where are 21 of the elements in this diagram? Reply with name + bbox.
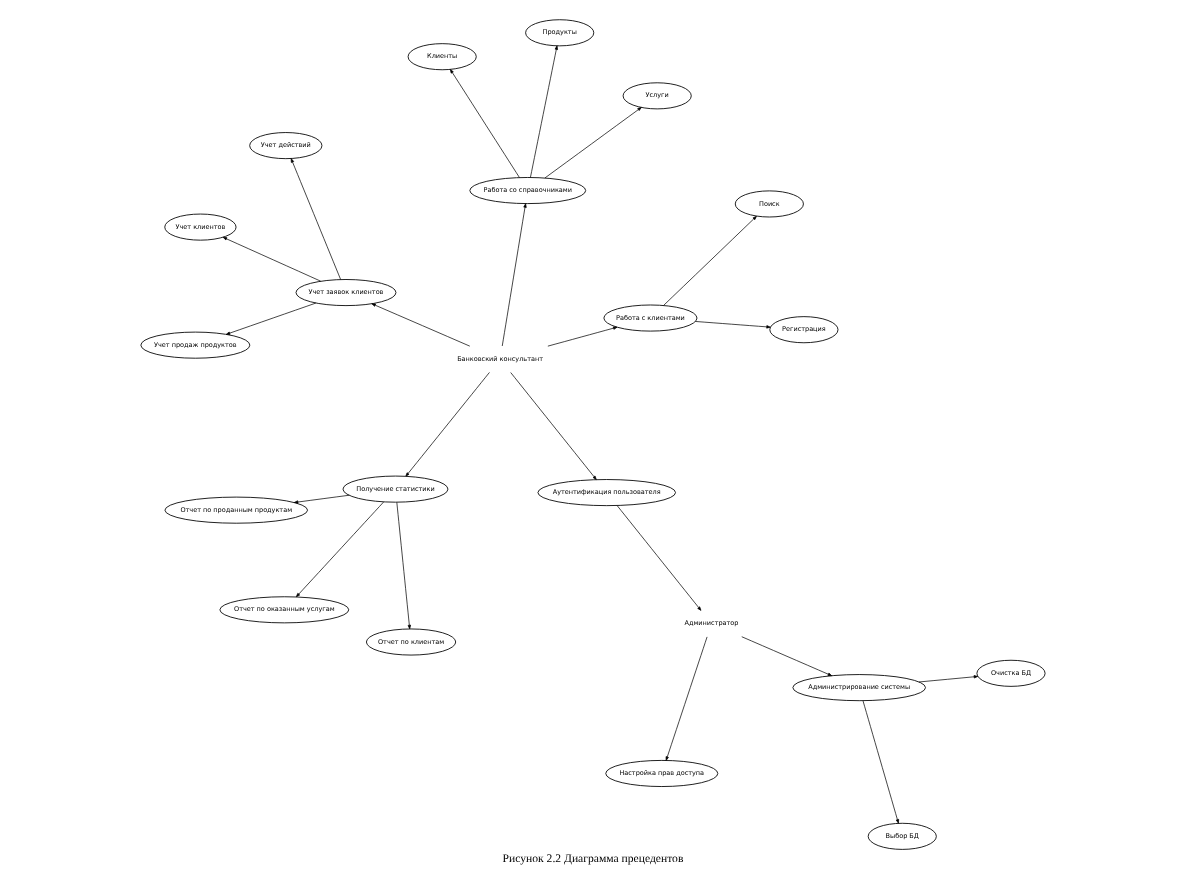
arrow — [500, 203, 526, 347]
arrow — [529, 45, 557, 178]
arrow — [861, 700, 899, 824]
arrow — [546, 326, 617, 347]
arrow — [740, 636, 832, 677]
arrow — [292, 494, 349, 504]
arrow — [662, 215, 756, 306]
arrow — [615, 505, 701, 611]
arrow — [694, 321, 770, 329]
arrow — [917, 675, 978, 683]
arrow — [664, 636, 707, 761]
arrow — [543, 107, 641, 179]
arrow — [404, 372, 489, 477]
arrow — [395, 502, 410, 630]
arrow — [289, 158, 340, 280]
arrow — [448, 69, 519, 178]
arrow — [221, 236, 320, 282]
arrow — [370, 303, 470, 347]
arrow — [294, 501, 383, 598]
arrow — [224, 302, 316, 335]
arrow — [509, 372, 596, 480]
